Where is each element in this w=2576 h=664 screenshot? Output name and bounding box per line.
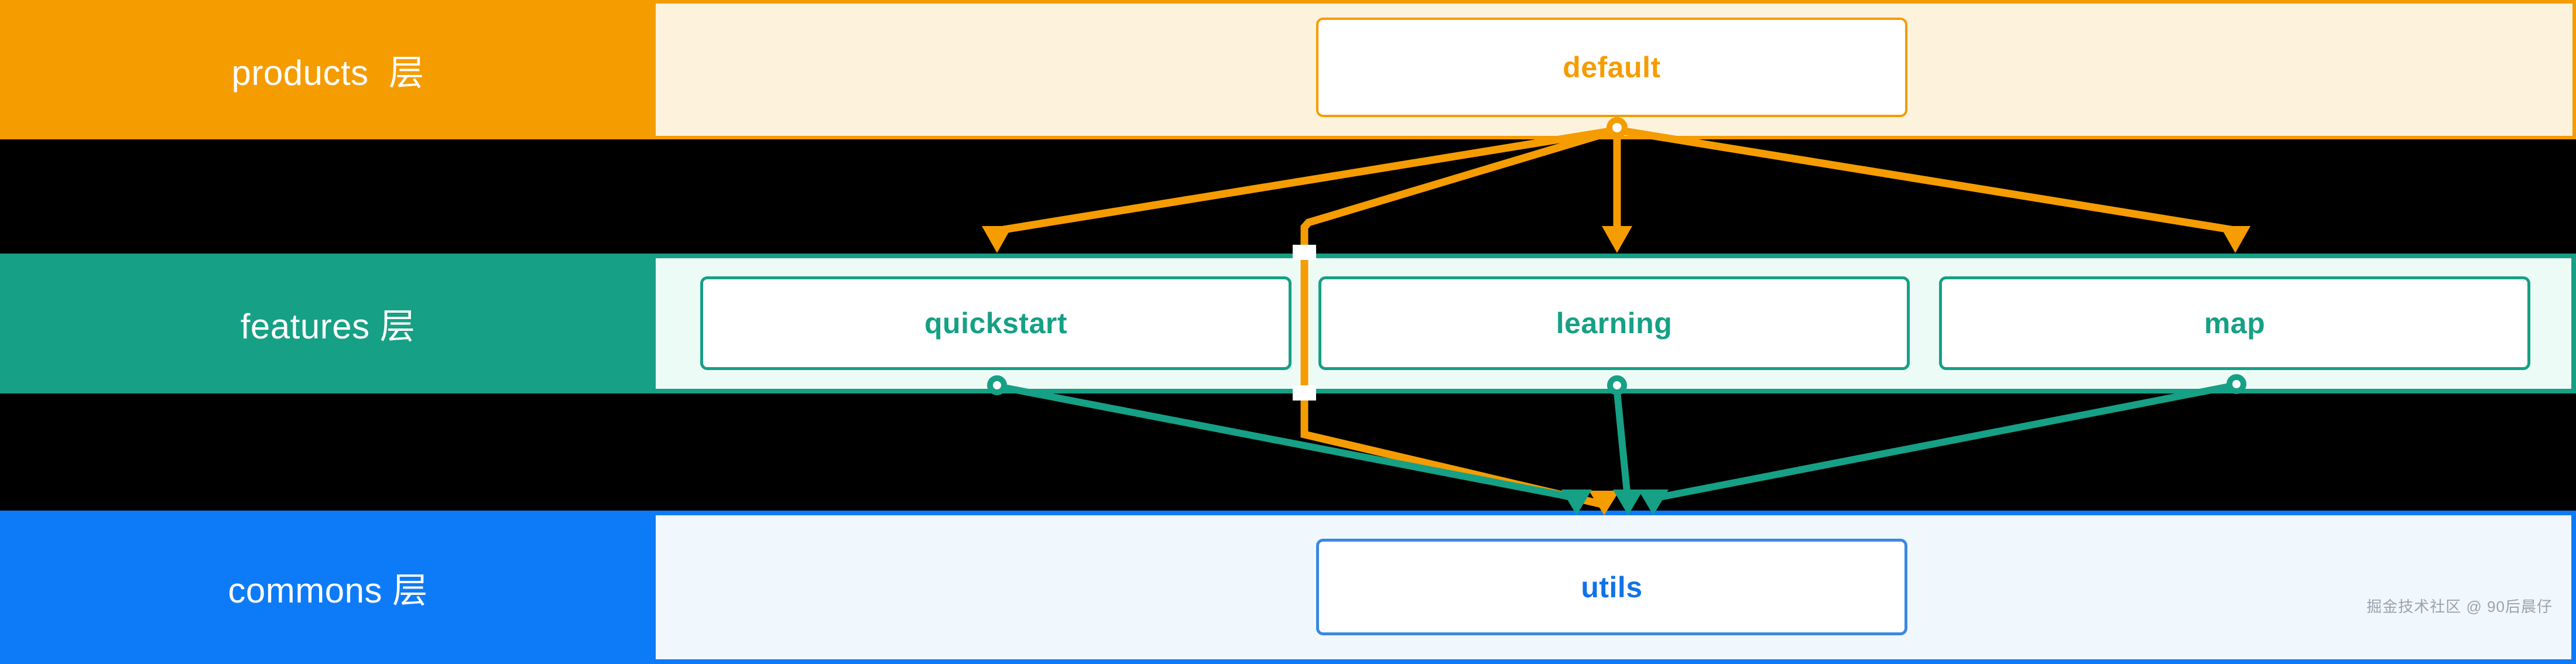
layer-row-products: products 层 <box>0 0 2576 139</box>
layer-label-features: features 层 <box>0 254 656 393</box>
watermark-text: 掘金技术社区 @ 90后晨仔 <box>2366 598 2553 615</box>
node-learning[interactable]: learning <box>1318 276 1910 370</box>
edge-learning-to-utils <box>1607 375 1643 515</box>
edge-quickstart-to-utils <box>987 375 1592 515</box>
edge-default-to-learning <box>1602 130 1632 253</box>
edge-default-to-map <box>1616 126 2250 253</box>
node-quickstart[interactable]: quickstart <box>700 276 1292 370</box>
node-default[interactable]: default <box>1316 18 1907 117</box>
layer-label-products: products 层 <box>0 0 656 139</box>
node-utils[interactable]: utils <box>1316 539 1907 635</box>
edge-map-to-utils <box>1638 374 2246 515</box>
layer-label-commons: commons 层 <box>0 511 656 664</box>
node-map[interactable]: map <box>1939 276 2530 370</box>
edge-default-to-quickstart <box>982 126 1618 253</box>
layer-row-commons: commons 层 <box>0 511 2576 664</box>
